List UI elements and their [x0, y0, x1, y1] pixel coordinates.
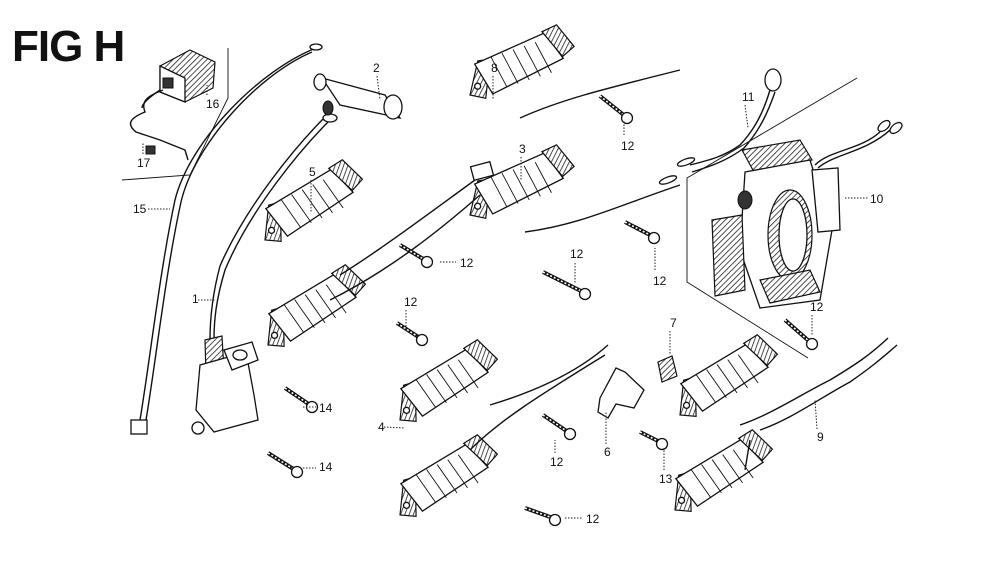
- group-boundary-stator: [686, 77, 858, 359]
- callout-5: 5: [309, 165, 316, 212]
- callout-12: 12: [570, 247, 584, 283]
- callout-12: 12: [404, 295, 418, 330]
- callout-label: 9: [817, 430, 824, 444]
- callout-label: 16: [206, 97, 220, 111]
- callout-label: 6: [604, 445, 611, 459]
- callout-17: 17: [137, 142, 151, 170]
- callout-9: 9: [814, 399, 824, 444]
- callout-label: 13: [659, 472, 673, 486]
- coil-left-5-part: [264, 159, 364, 242]
- callout-12: 12: [440, 256, 474, 270]
- bolt-part: [639, 430, 669, 451]
- callout-label: 7: [670, 316, 677, 330]
- coil-mid-left-part: [267, 264, 367, 347]
- bracket-part: [597, 367, 645, 419]
- callout-label: 5: [309, 165, 316, 179]
- callout-2: 2: [373, 61, 381, 101]
- callout-6: 6: [604, 412, 611, 459]
- callout-label: 12: [460, 256, 474, 270]
- callout-14: 14: [300, 460, 333, 474]
- callout-label: 1: [192, 292, 199, 306]
- coil-bottom-part: [399, 434, 499, 517]
- callout-label: 4: [378, 420, 385, 434]
- regulator-rectifier-part: [129, 49, 216, 161]
- bolt-part: [783, 318, 819, 351]
- callout-label: 2: [373, 61, 380, 75]
- callout-14: 14: [303, 401, 333, 415]
- group-boundary-left: [121, 48, 229, 181]
- callout-8: 8: [491, 61, 498, 100]
- leader-line: [383, 426, 406, 429]
- ground-wire-part: [130, 43, 323, 435]
- callout-label: 12: [653, 274, 667, 288]
- bolt-part: [266, 451, 304, 479]
- leader-line: [744, 104, 749, 129]
- bolt-part: [524, 506, 562, 527]
- coil-lower-4-part: [399, 339, 499, 422]
- callout-label: 14: [319, 460, 333, 474]
- coil-right-lower-part: [674, 429, 774, 512]
- callout-label: 12: [404, 295, 418, 309]
- coil-upper-3-part: [469, 144, 575, 220]
- callout-label: 3: [519, 142, 526, 156]
- leader-line: [814, 399, 818, 430]
- bolt-part: [398, 243, 434, 269]
- callout-12: 12: [565, 512, 600, 526]
- bolt-part: [624, 220, 661, 245]
- callout-label: 15: [133, 202, 147, 216]
- bolt-part: [395, 321, 429, 347]
- callout-label: 11: [742, 90, 755, 104]
- stator-assembly-part: [711, 119, 903, 309]
- callout-3: 3: [519, 142, 526, 180]
- callout-16: 16: [206, 85, 220, 111]
- bolt-part: [598, 94, 634, 125]
- callout-label: 14: [319, 401, 333, 415]
- callout-11: 11: [742, 90, 755, 129]
- bolt-part: [283, 386, 319, 414]
- connector-plug: [469, 160, 495, 182]
- stator-lead-wire-part: [658, 68, 782, 185]
- bolt-part: [542, 270, 592, 301]
- callout-label: 12: [550, 455, 564, 469]
- coil-top-8-part: [469, 24, 575, 100]
- callout-label: 10: [870, 192, 884, 206]
- callout-15: 15: [133, 202, 170, 216]
- callout-1: 1: [192, 292, 215, 306]
- callout-label: 12: [810, 300, 824, 314]
- coil-right-upper-part: [679, 334, 779, 417]
- callout-12: 12: [810, 300, 824, 335]
- callout-label: 12: [621, 139, 635, 153]
- callout-13: 13: [659, 448, 673, 486]
- callout-label: 12: [570, 247, 584, 261]
- callout-12: 12: [550, 440, 564, 469]
- callout-4: 4: [378, 420, 406, 434]
- callout-label: 17: [137, 156, 151, 170]
- coil-wires: [329, 69, 898, 471]
- callout-12: 12: [621, 120, 635, 153]
- callout-label: 8: [491, 61, 498, 75]
- leader-line: [376, 75, 381, 101]
- spark-plug-cap-part: [313, 73, 403, 120]
- ignition-coil-part: [191, 113, 338, 435]
- callout-label: 12: [586, 512, 600, 526]
- bolt-part: [541, 413, 577, 441]
- grommet-part: [657, 355, 678, 383]
- callout-12: 12: [653, 248, 667, 288]
- figure-title: FIG H: [12, 22, 125, 71]
- callout-10: 10: [845, 192, 884, 206]
- callout-7: 7: [669, 316, 677, 355]
